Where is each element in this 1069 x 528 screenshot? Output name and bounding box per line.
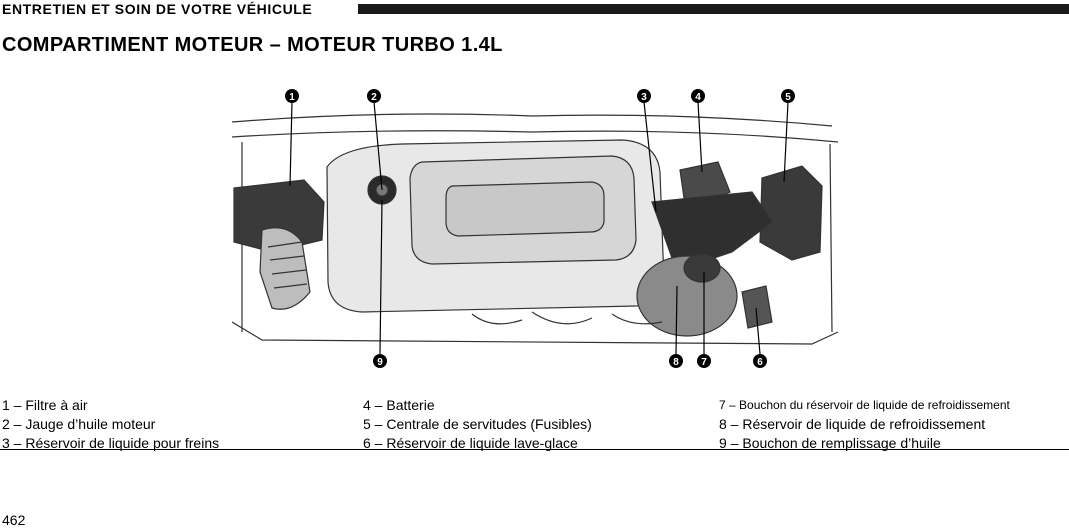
legend-item-9: 9 – Bouchon de remplissage d’huile [719,435,941,451]
legend-divider [0,449,1069,450]
svg-text:6: 6 [757,357,763,368]
header-bar [358,4,1069,14]
svg-text:9: 9 [377,357,383,368]
legend-column-1: 1 – Filtre à air 2 – Jauge d’huile moteu… [2,396,219,453]
page-header: ENTRETIEN ET SOIN DE VOTRE VÉHICULE [0,0,1069,18]
legend-item-8: 8 – Réservoir de liquide de refroidissem… [719,416,986,432]
legend-item-6: 6 – Réservoir de liquide lave-glace [363,435,578,451]
page-title: COMPARTIMENT MOTEUR – MOTEUR TURBO 1.4L [2,34,503,56]
legend-item-2: 2 – Jauge d’huile moteur [2,416,156,432]
page-number: 462 [2,512,26,528]
callout-5: 5 [781,89,795,103]
legend-column-3: 7 – Bouchon du réservoir de liquide de r… [719,396,1010,453]
legend-item-4: 4 – Batterie [363,397,435,413]
callout-2: 2 [367,89,381,103]
svg-text:2: 2 [371,92,377,103]
svg-text:4: 4 [695,92,701,103]
svg-text:5: 5 [785,92,791,103]
svg-text:3: 3 [641,92,647,103]
svg-text:1: 1 [289,92,295,103]
legend-item-5: 5 – Centrale de servitudes (Fusibles) [363,416,592,432]
svg-text:8: 8 [673,357,679,368]
svg-text:7: 7 [701,357,707,368]
callout-1: 1 [285,89,299,103]
section-label: ENTRETIEN ET SOIN DE VOTRE VÉHICULE [2,1,323,17]
legend-column-2: 4 – Batterie 5 – Centrale de servitudes … [363,396,592,453]
legend-item-1: 1 – Filtre à air [2,397,88,413]
callout-8: 8 [669,354,683,368]
legend-item-3: 3 – Réservoir de liquide pour freins [2,435,220,451]
callout-6: 6 [753,354,767,368]
figure-legend: 1 – Filtre à air 2 – Jauge d’huile moteu… [0,396,1069,451]
callout-4: 4 [691,89,705,103]
callout-7: 7 [697,354,711,368]
legend-item-7: 7 – Bouchon du réservoir de liquide de r… [719,398,1010,412]
callout-3: 3 [637,89,651,103]
callout-9: 9 [373,354,387,368]
engine-compartment-illustration: 1 2 3 4 5 9 8 7 6 [232,89,839,368]
